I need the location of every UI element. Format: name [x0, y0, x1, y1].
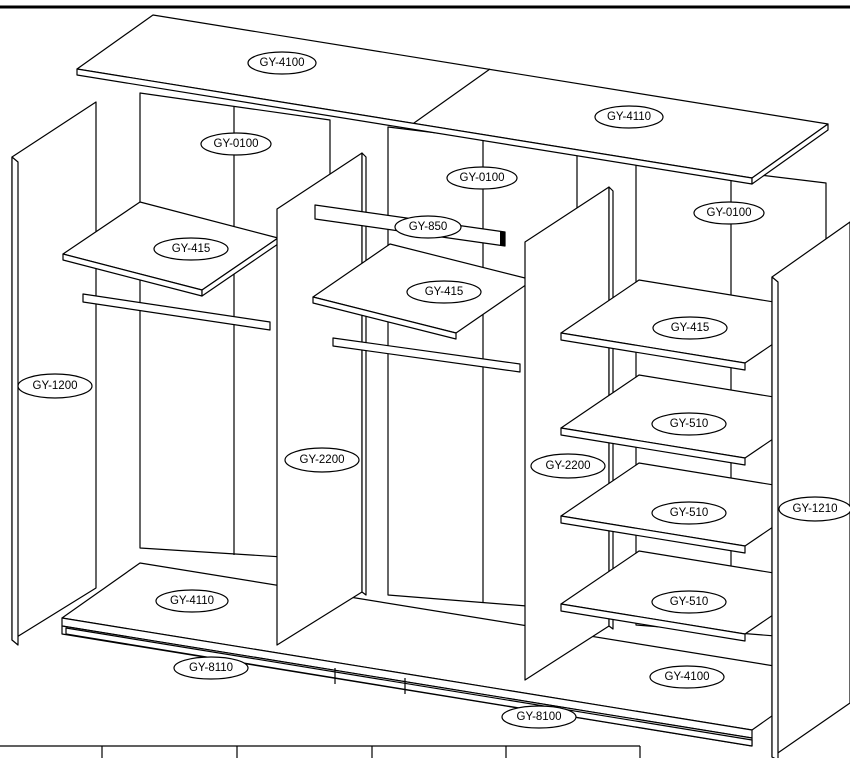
svg-text:GY-1200: GY-1200: [33, 380, 78, 392]
svg-text:GY-4100: GY-4100: [665, 671, 710, 683]
svg-text:GY-0100: GY-0100: [460, 172, 505, 184]
parts-table-edge: [0, 745, 641, 758]
side-panel-left: [11, 101, 97, 646]
part-label-shelf-middle: GY-415: [406, 280, 482, 304]
part-label-divider-left: GY-2200: [284, 447, 360, 473]
part-label-shelf-right: GY-415: [652, 316, 728, 340]
svg-text:GY-8110: GY-8110: [189, 662, 233, 674]
part-label-back-middle: GY-0100: [446, 166, 518, 190]
part-label-bottom-left: GY-4110: [155, 589, 229, 613]
svg-text:GY-510: GY-510: [670, 418, 709, 430]
part-label-divider-right: GY-2200: [530, 453, 606, 479]
svg-text:GY-0100: GY-0100: [214, 138, 259, 150]
part-label-rail-bar: GY-850: [394, 215, 462, 239]
part-label-bottom-right: GY-4100: [649, 665, 725, 689]
part-label-shelf-510-a: GY-510: [651, 412, 727, 436]
svg-text:GY-2200: GY-2200: [546, 460, 591, 472]
part-label-side-left: GY-1200: [17, 373, 93, 399]
part-label-top-right: GY-4110: [594, 105, 664, 129]
part-label-shelf-left: GY-415: [153, 237, 229, 261]
part-label-side-right: GY-1210: [778, 496, 850, 522]
divider-left: [276, 152, 367, 646]
side-panel-right: [771, 221, 850, 758]
svg-text:GY-415: GY-415: [425, 286, 464, 298]
svg-text:GY-4110: GY-4110: [170, 595, 214, 607]
left-rail: [82, 293, 271, 331]
svg-text:GY-415: GY-415: [671, 322, 710, 334]
middle-rail: [332, 337, 521, 373]
svg-text:GY-4110: GY-4110: [607, 111, 651, 123]
svg-text:GY-510: GY-510: [670, 507, 709, 519]
part-label-shelf-510-c: GY-510: [651, 590, 727, 614]
svg-text:GY-510: GY-510: [670, 596, 709, 608]
part-label-back-right: GY-0100: [693, 201, 765, 225]
svg-text:GY-4100: GY-4100: [260, 57, 305, 69]
part-label-shelf-510-b: GY-510: [651, 501, 727, 525]
part-label-plinth-right: GY-8100: [501, 705, 577, 729]
svg-text:GY-415: GY-415: [172, 243, 211, 255]
part-label-back-left: GY-0100: [200, 132, 272, 156]
svg-text:GY-8100: GY-8100: [517, 711, 562, 723]
svg-text:GY-2200: GY-2200: [300, 454, 345, 466]
svg-text:GY-0100: GY-0100: [707, 207, 752, 219]
part-label-top-left: GY-4100: [247, 51, 317, 75]
svg-text:GY-1210: GY-1210: [793, 503, 838, 515]
svg-text:GY-850: GY-850: [409, 221, 448, 233]
part-label-plinth-left: GY-8110: [173, 656, 249, 680]
